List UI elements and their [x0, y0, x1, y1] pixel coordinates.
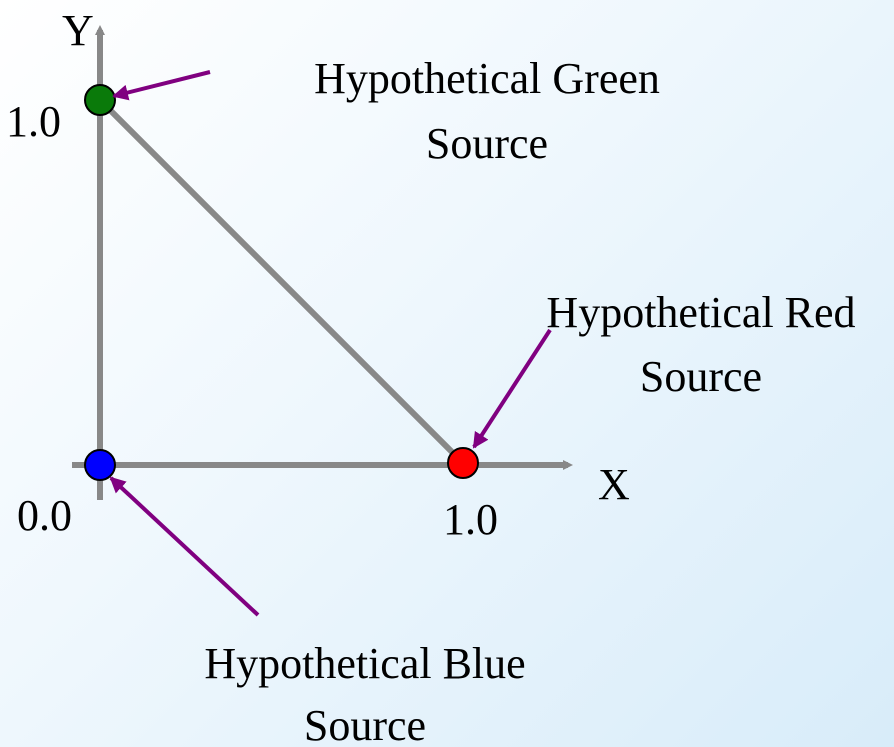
- green-source-point: [84, 84, 116, 116]
- blue-source-caption-line2: Source: [304, 701, 426, 747]
- green-pointer-arrow: [112, 70, 211, 101]
- red-source-point: [447, 447, 479, 479]
- red-pointer-arrow: [472, 328, 552, 449]
- green-source-caption-line1: Hypothetical Green: [314, 54, 660, 103]
- green-source-caption-line2: Source: [426, 119, 548, 168]
- blue-source-point: [84, 449, 116, 481]
- y-max-tick-label: 1.0: [6, 97, 61, 146]
- x-axis-label: X: [598, 460, 630, 509]
- gamut-edge-green-red: [97, 97, 466, 466]
- x-max-tick-label: 1.0: [443, 495, 498, 544]
- blue-pointer-arrow: [109, 476, 260, 617]
- origin-tick-label: 0.0: [17, 491, 72, 540]
- red-source-caption-line1: Hypothetical Red: [546, 288, 855, 337]
- red-source-caption-line2: Source: [640, 352, 762, 401]
- blue-source-caption-line1: Hypothetical Blue: [204, 639, 525, 688]
- y-axis-label: Y: [62, 6, 94, 55]
